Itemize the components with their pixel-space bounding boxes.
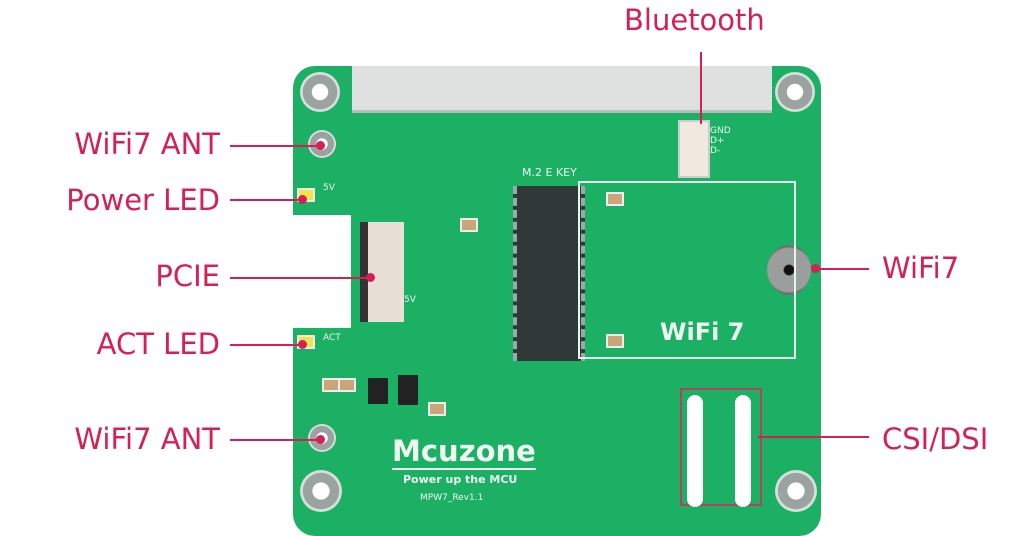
label-wifi7-ant-bottom: WiFi7 ANT (74, 422, 220, 456)
leader-line (230, 277, 370, 279)
leader-line (815, 268, 869, 270)
leader-dot (366, 273, 375, 282)
leader-dot (298, 195, 307, 204)
component (606, 192, 624, 206)
label-csi-dsi: CSI/DSI (882, 422, 989, 456)
bluetooth-connector (678, 120, 710, 178)
leader-dot (811, 264, 820, 273)
gpio-header (352, 66, 772, 113)
dplus-silkscreen: D+ (710, 136, 725, 146)
m2-slot (513, 186, 585, 361)
dsi-slot (735, 395, 751, 507)
brand-logo: Mcuzone (392, 434, 536, 470)
wifi7-standoff (767, 245, 811, 295)
mount-hole (775, 72, 815, 112)
leader-line (230, 145, 320, 147)
revision: MPW7_Rev1.1 (420, 493, 484, 503)
mount-hole (300, 470, 342, 512)
label-wifi7-ant-top: WiFi7 ANT (74, 127, 220, 161)
leader-line (230, 439, 320, 441)
leader-line (700, 52, 702, 124)
act-silkscreen: ACT (323, 333, 341, 343)
pcie-fpc-connector (360, 222, 404, 322)
component (428, 402, 446, 416)
slogan: Power up the MCU (403, 473, 518, 486)
chip (368, 378, 388, 404)
m2-silkscreen: M.2 E KEY (522, 166, 577, 179)
csi-dsi-outline (680, 388, 762, 506)
mount-hole (775, 470, 817, 512)
leader-line (758, 436, 869, 438)
leader-line (230, 199, 302, 201)
board-notch (293, 215, 351, 328)
wifi-module-outline (578, 181, 796, 359)
5v-silkscreen: 5V (404, 295, 416, 305)
component (606, 334, 624, 348)
dminus-silkscreen: D- (710, 146, 721, 156)
5v-silkscreen: 5V (323, 183, 335, 193)
leader-dot (316, 435, 325, 444)
label-wifi7: WiFi7 (882, 251, 960, 285)
component (460, 218, 478, 232)
label-power-led: Power LED (66, 183, 220, 217)
csi-slot (687, 395, 703, 507)
leader-line (230, 344, 302, 346)
leader-dot (316, 141, 325, 150)
label-act-led: ACT LED (96, 327, 220, 361)
leader-dot (298, 340, 307, 349)
mount-hole (300, 72, 340, 112)
label-pcie: PCIE (155, 259, 220, 293)
label-bluetooth: Bluetooth (624, 3, 765, 37)
gnd-silkscreen: GND (710, 126, 731, 136)
chip (398, 375, 418, 405)
component (338, 378, 356, 392)
wifi7-logo: WiFi 7 (660, 318, 745, 346)
